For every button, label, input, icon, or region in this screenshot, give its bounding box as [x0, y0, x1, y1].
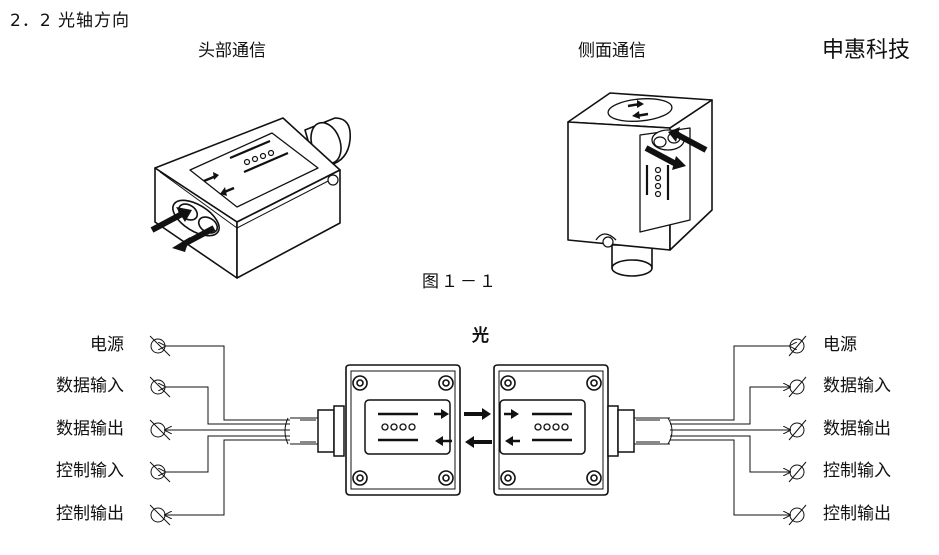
right-sensor-body [493, 364, 609, 496]
left-sensor-body [345, 364, 461, 496]
right-label-data-output: 数据输出 [823, 419, 891, 439]
figure-caption: 图１－１ [422, 272, 498, 292]
caption-head-communication: 头部通信 [198, 41, 266, 61]
sensor-side-communication [567, 92, 713, 277]
caption-side-communication: 侧面通信 [578, 41, 646, 61]
right-cable [634, 417, 673, 445]
left-label-data-output: 数据输出 [56, 419, 124, 439]
brand-watermark: 申惠科技 [822, 38, 911, 63]
wiring-diagram [149, 335, 807, 526]
light-label: 光 [472, 326, 489, 346]
sensor-head-communication [150, 117, 352, 279]
right-terminals [788, 335, 807, 526]
right-wires [670, 346, 790, 515]
right-label-data-input: 数据输入 [823, 376, 891, 396]
right-label-power: 电源 [823, 335, 857, 355]
left-label-control-input: 控制输入 [56, 461, 124, 481]
left-label-power: 电源 [90, 335, 124, 355]
light-beam-arrows [464, 408, 492, 448]
left-label-control-output: 控制输出 [56, 504, 124, 524]
left-label-data-input: 数据输入 [56, 376, 124, 396]
right-label-control-output: 控制输出 [823, 504, 891, 524]
left-wires [165, 346, 290, 515]
right-label-control-input: 控制输入 [823, 461, 891, 481]
section-title: 2．2 光轴方向 [10, 11, 131, 31]
